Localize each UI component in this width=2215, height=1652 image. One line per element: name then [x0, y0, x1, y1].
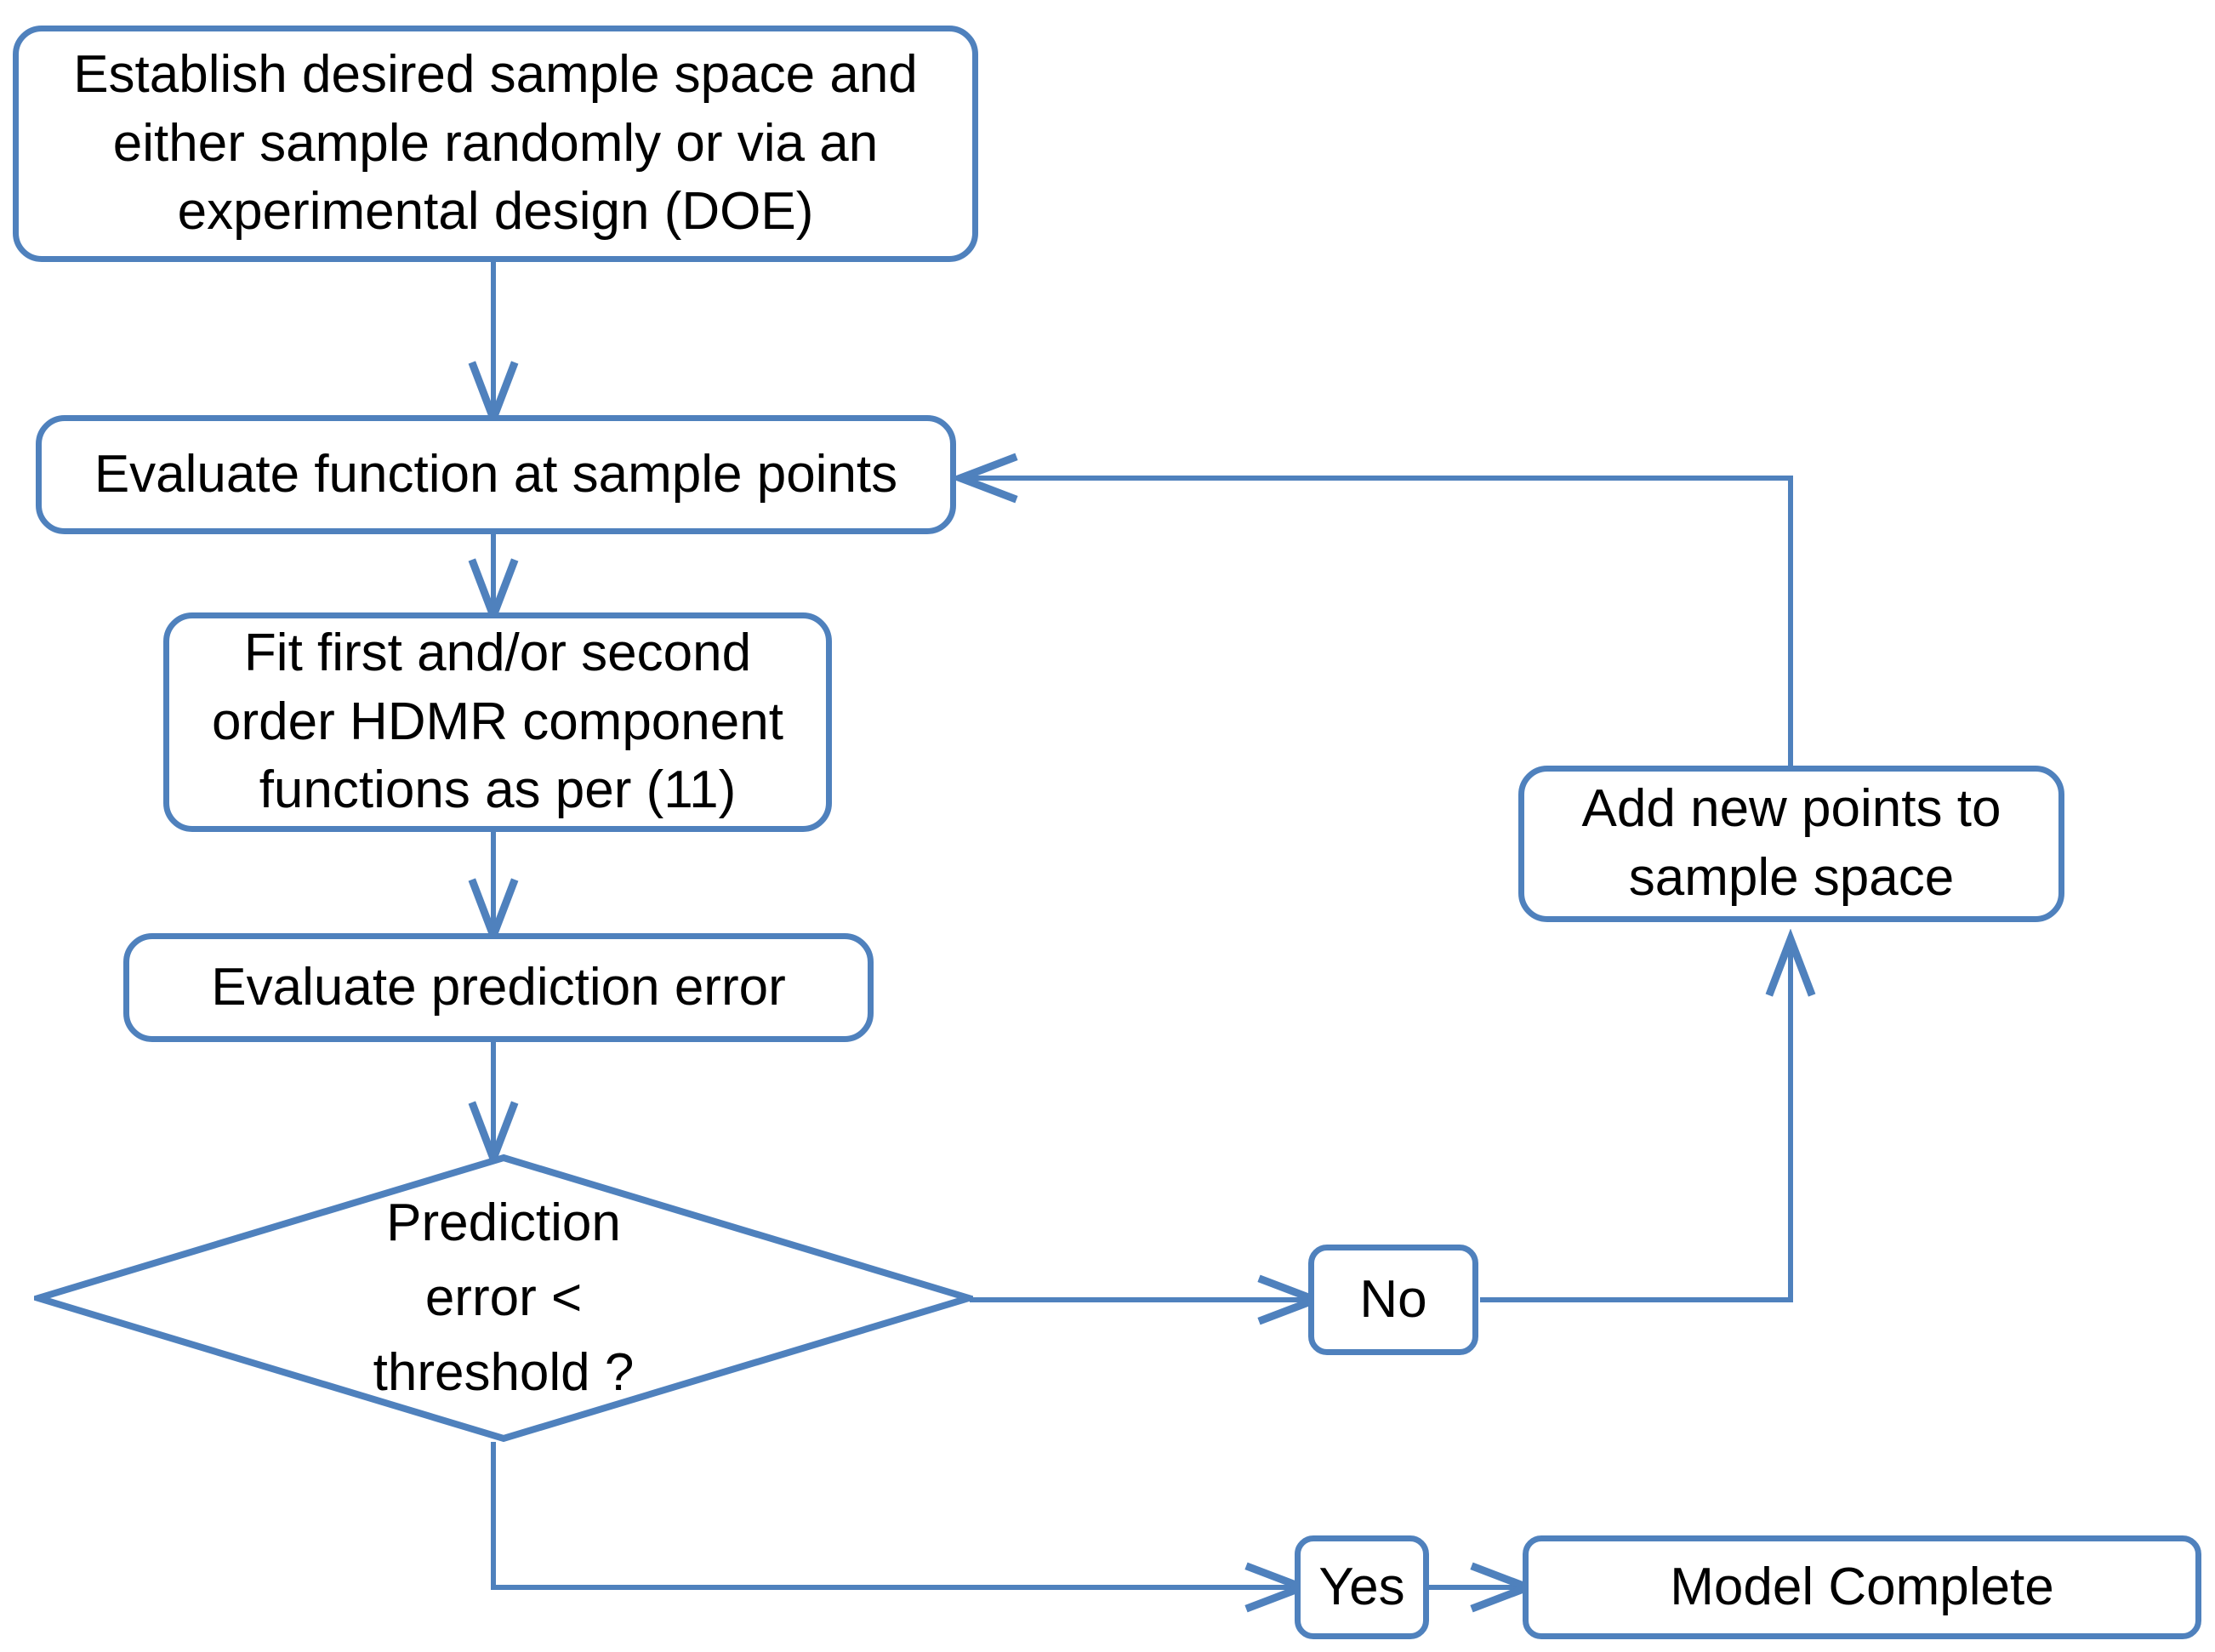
connector-no-to-add-points: [1480, 944, 1791, 1302]
diamond-shape: [34, 1154, 973, 1443]
node-decision-label: Prediction error < threshold ?: [373, 1193, 635, 1403]
connector-add-points-to-evaluate: [965, 478, 1793, 766]
node-evaluate-function[interactable]: Evaluate function at sample points: [36, 415, 956, 534]
node-add-new-points[interactable]: Add new points to sample space: [1518, 766, 2064, 922]
connector-decision-to-yes: [491, 1442, 1297, 1587]
node-fit-hdmr[interactable]: Fit first and/or second order HDMR compo…: [163, 612, 832, 832]
node-branch-no[interactable]: No: [1308, 1245, 1478, 1355]
node-model-complete[interactable]: Model Complete: [1523, 1535, 2201, 1639]
node-branch-yes[interactable]: Yes: [1295, 1535, 1429, 1639]
node-decision-prediction-error-threshold[interactable]: Prediction error < threshold ?: [34, 1154, 973, 1443]
node-establish-sample-space[interactable]: Establish desired sample space and eithe…: [13, 26, 978, 262]
node-evaluate-prediction-error[interactable]: Evaluate prediction error: [123, 933, 874, 1042]
